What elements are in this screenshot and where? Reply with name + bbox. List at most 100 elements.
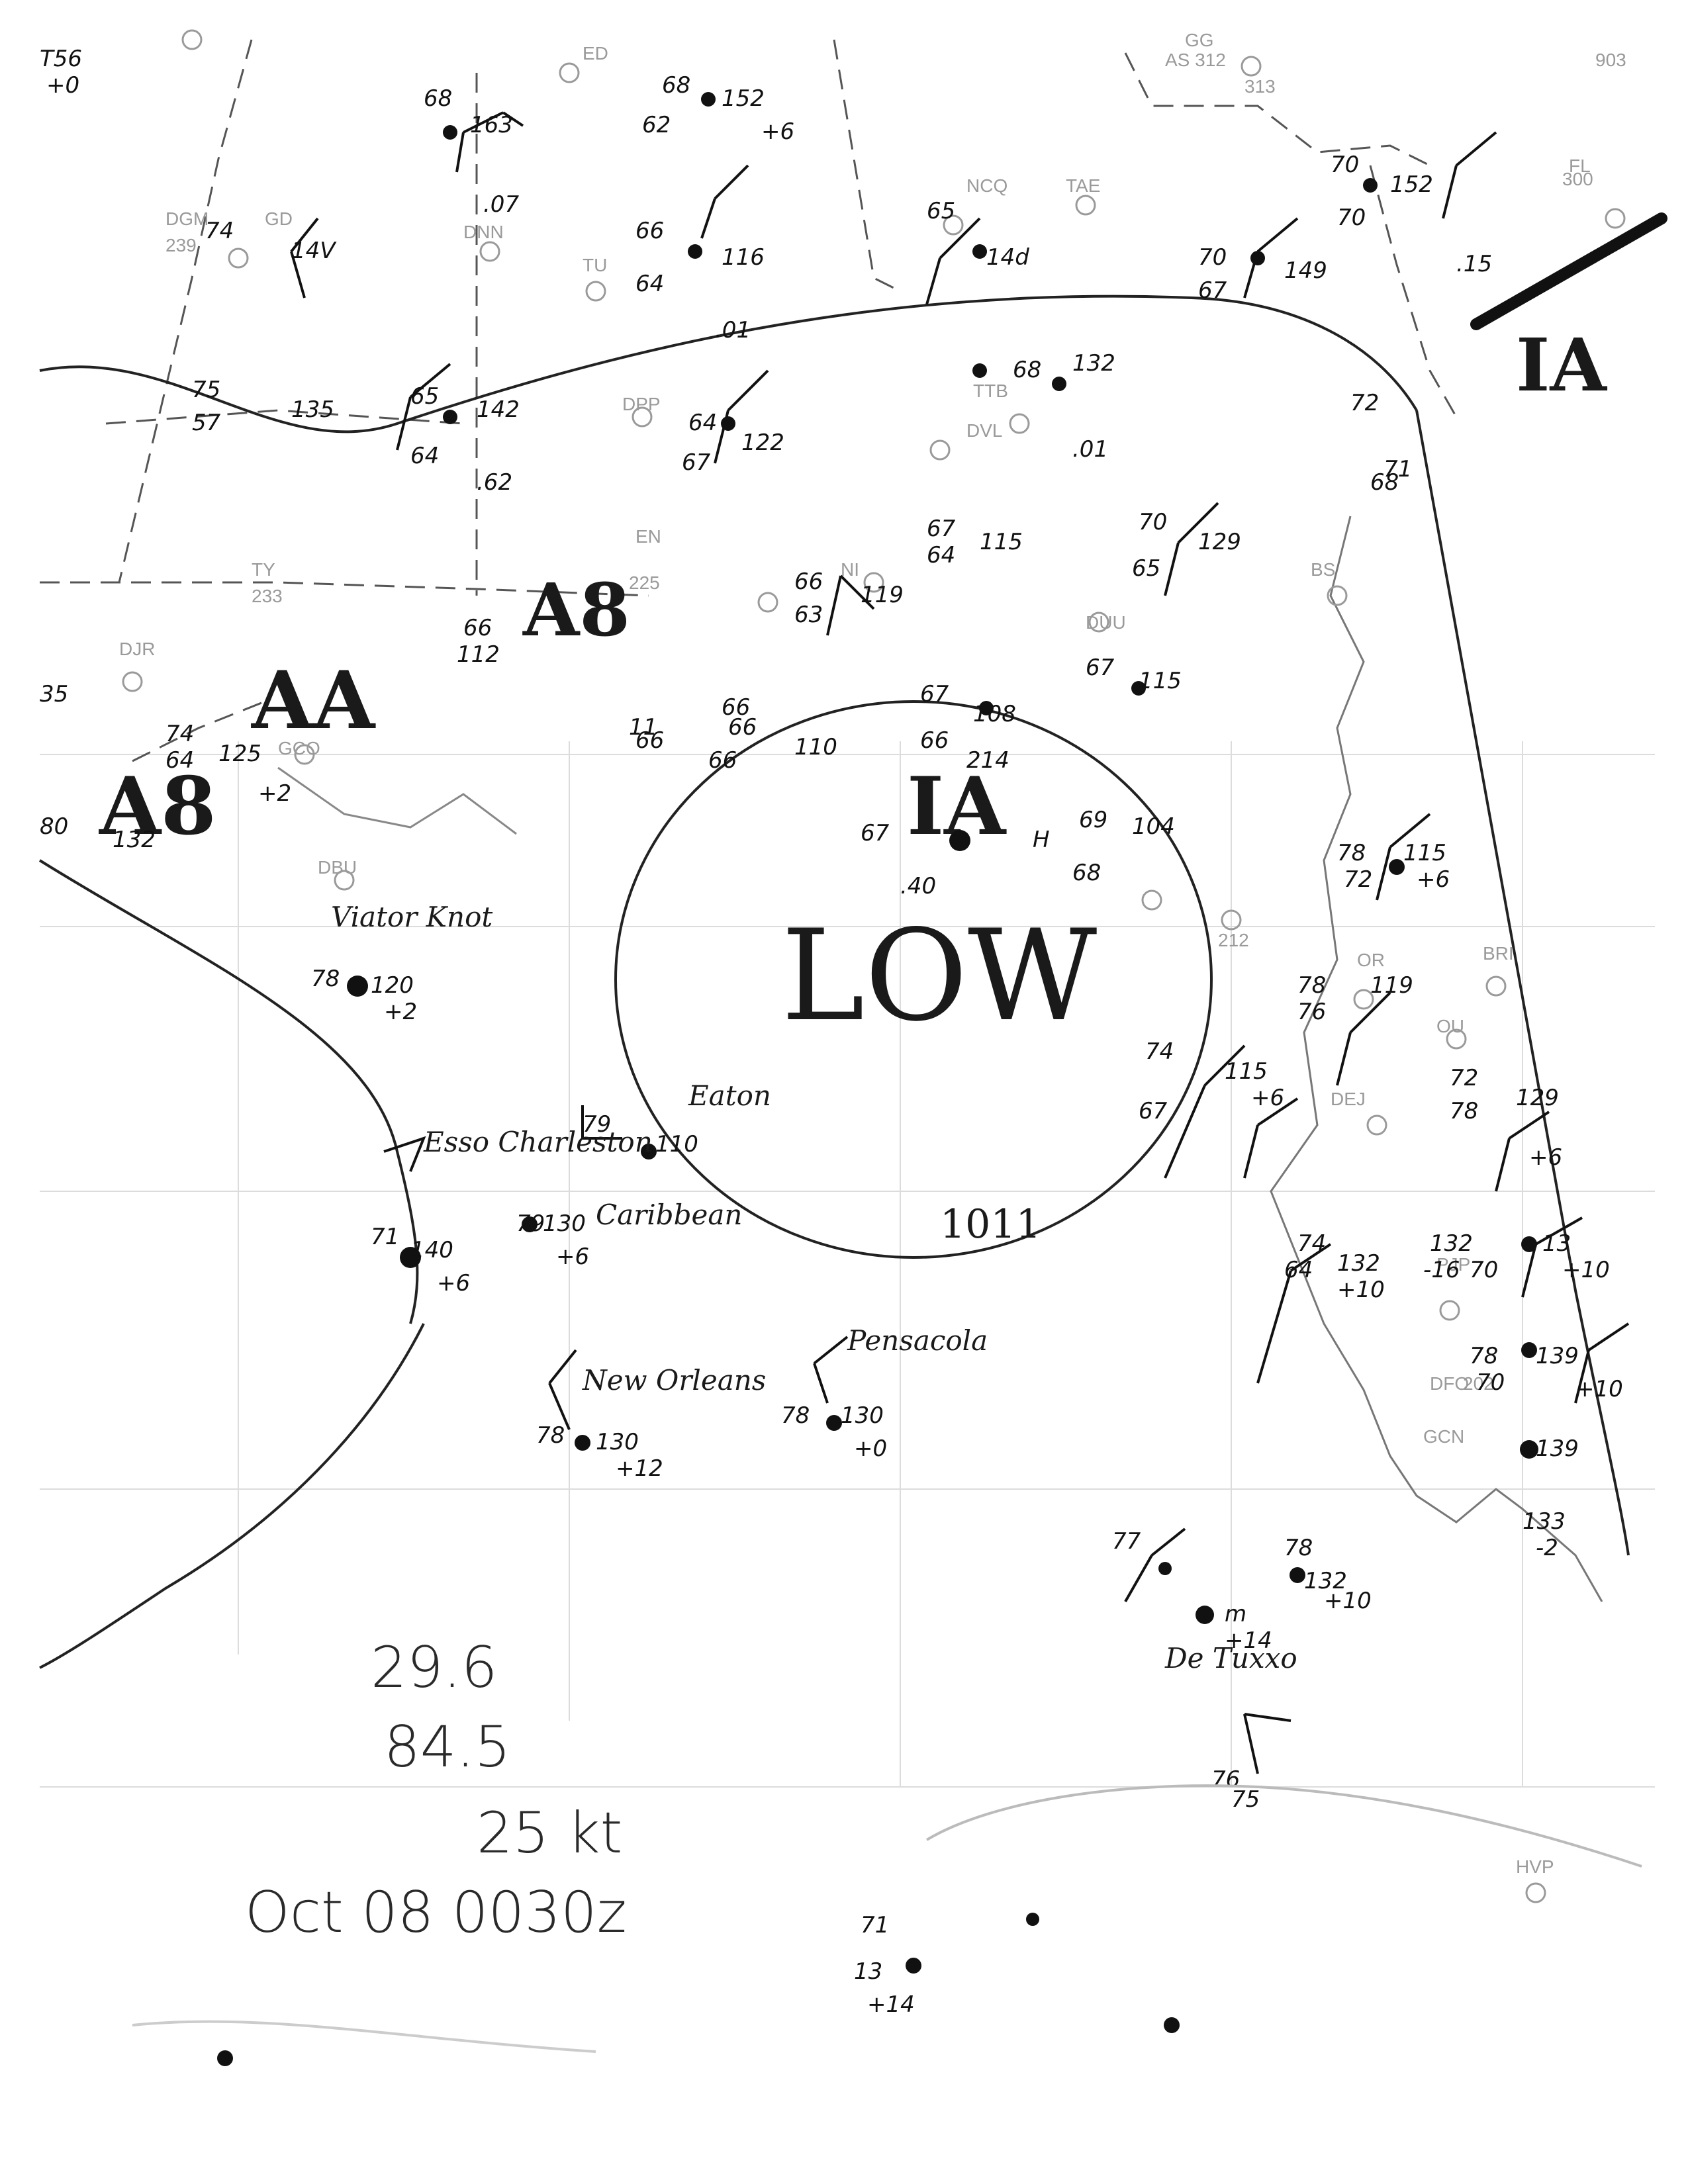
svg-text:13: 13 [1542, 1230, 1571, 1257]
svg-text:62: 62 [642, 112, 671, 138]
svg-text:152: 152 [722, 85, 765, 112]
svg-text:.40: .40 [900, 873, 936, 899]
svg-text:+10: +10 [1575, 1376, 1623, 1402]
island-outline-2 [132, 2020, 596, 2053]
svg-text:OU: OU [1436, 1016, 1464, 1036]
svg-text:77: 77 [1112, 1528, 1141, 1555]
svg-text:142: 142 [477, 396, 520, 423]
svg-text:68: 68 [1013, 357, 1041, 383]
svg-text:H: H [1033, 827, 1050, 853]
svg-text:233: 233 [252, 586, 283, 606]
svg-text:63: 63 [794, 602, 823, 628]
svg-text:GG: GG [1185, 30, 1214, 50]
svg-text:79: 79 [516, 1210, 545, 1237]
ship-de-tuxxo: De Tuxxo [1164, 1642, 1297, 1674]
svg-text:115: 115 [1225, 1058, 1268, 1085]
svg-text:140: 140 [410, 1237, 453, 1263]
svg-text:.15: .15 [1456, 251, 1492, 277]
svg-text:132: 132 [113, 827, 156, 853]
svg-text:68: 68 [662, 72, 690, 99]
svg-text:125: 125 [218, 741, 261, 767]
svg-text:115: 115 [1139, 668, 1182, 694]
svg-text:NCQ: NCQ [966, 175, 1008, 196]
annotation-lat: 29.6 [371, 1635, 498, 1701]
svg-text:.62: .62 [477, 469, 512, 496]
svg-text:FL: FL [1569, 156, 1591, 176]
svg-text:+0: +0 [854, 1435, 887, 1462]
svg-text:225: 225 [629, 572, 660, 593]
station-plots [290, 111, 1630, 1774]
svg-text:78: 78 [1297, 972, 1326, 999]
svg-text:70: 70 [1476, 1369, 1505, 1396]
svg-text:78: 78 [311, 966, 340, 992]
svg-text:74: 74 [165, 721, 194, 747]
svg-text:DPP: DPP [622, 394, 661, 414]
svg-text:130: 130 [543, 1210, 586, 1237]
svg-text:163: 163 [470, 112, 513, 138]
annotation-wind: 25 kt [477, 1800, 623, 1866]
svg-text:+10: +10 [1324, 1588, 1372, 1614]
svg-text:NI: NI [841, 559, 859, 580]
svg-text:+6: +6 [1529, 1144, 1562, 1171]
svg-text:GD: GD [265, 208, 293, 229]
ship-new-orleans: New Orleans [582, 1364, 766, 1396]
ship-pensacola: Pensacola [847, 1324, 988, 1357]
svg-text:66: 66 [920, 727, 949, 754]
svg-text:76: 76 [1211, 1766, 1240, 1793]
svg-text:DUU: DUU [1086, 612, 1126, 633]
svg-text:DVL: DVL [966, 420, 1002, 441]
svg-text:119: 119 [1370, 972, 1413, 999]
svg-text:70: 70 [1331, 152, 1359, 178]
annotation-lon: 84.5 [384, 1714, 511, 1780]
svg-text:66: 66 [635, 727, 664, 754]
svg-text:74: 74 [1145, 1038, 1174, 1065]
low-pressure-circle [614, 700, 1213, 1259]
svg-text:64: 64 [1284, 1257, 1313, 1283]
svg-text:67: 67 [927, 516, 956, 542]
station-dots [217, 92, 1538, 2066]
svg-text:132: 132 [1304, 1568, 1347, 1594]
svg-text:68: 68 [1370, 469, 1399, 496]
ship-eaton: Eaton [688, 1079, 771, 1112]
svg-text:+10: +10 [1562, 1257, 1610, 1283]
svg-text:112: 112 [457, 641, 500, 668]
svg-text:202: 202 [1463, 1373, 1494, 1394]
svg-text:130: 130 [596, 1429, 639, 1455]
svg-text:+6: +6 [761, 118, 794, 145]
svg-text:67: 67 [1086, 655, 1115, 681]
svg-text:GCN: GCN [1423, 1426, 1464, 1447]
svg-text:115: 115 [980, 529, 1023, 555]
svg-text:300: 300 [1562, 169, 1593, 189]
coastline-west [277, 766, 517, 835]
front-marker-a8-left: A8 [99, 760, 216, 853]
svg-text:64: 64 [688, 410, 717, 436]
svg-text:-16: -16 [1423, 1257, 1460, 1283]
svg-text:BS: BS [1311, 559, 1335, 580]
svg-text:70: 70 [1470, 1257, 1498, 1283]
svg-text:139: 139 [1536, 1343, 1579, 1369]
svg-text:129: 129 [1198, 529, 1241, 555]
svg-text:DNN: DNN [463, 222, 504, 242]
svg-text:75: 75 [192, 377, 220, 403]
svg-text:79: 79 [583, 1111, 611, 1138]
svg-text:71: 71 [1383, 456, 1412, 482]
island-outline [925, 1784, 1642, 1868]
svg-text:13: 13 [854, 1958, 882, 1985]
svg-text:+2: +2 [258, 780, 291, 807]
svg-text:120: 120 [371, 972, 414, 999]
svg-text:139: 139 [1536, 1435, 1579, 1462]
svg-text:74: 74 [1297, 1230, 1326, 1257]
svg-text:152: 152 [1390, 171, 1433, 198]
station-rings [122, 29, 1626, 1903]
svg-text:132: 132 [1430, 1230, 1473, 1257]
front-stroke [1470, 212, 1667, 330]
svg-text:70: 70 [1198, 244, 1227, 271]
svg-text:64: 64 [165, 747, 194, 774]
svg-text:69: 69 [1079, 807, 1107, 833]
svg-text:108: 108 [973, 701, 1016, 727]
svg-text:-2: -2 [1536, 1535, 1558, 1561]
svg-text:78: 78 [536, 1422, 565, 1449]
svg-text:66: 66 [708, 747, 737, 774]
svg-text:239: 239 [165, 235, 197, 255]
